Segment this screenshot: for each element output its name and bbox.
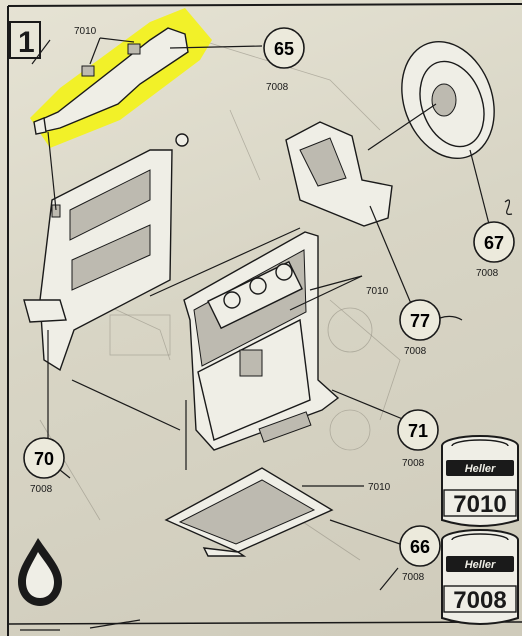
callout-71-number: 71 xyxy=(408,421,428,441)
frame-top xyxy=(7,3,522,7)
callout-65-number: 65 xyxy=(274,39,294,59)
engine-block-71: 7010 xyxy=(149,227,406,470)
callout-67-number: 67 xyxy=(484,233,504,253)
frame-bottom xyxy=(7,621,522,625)
bleed-through xyxy=(39,39,401,561)
callout-77-number: 77 xyxy=(410,311,430,331)
callout-67-code: 7008 xyxy=(476,268,499,279)
callout-66-code: 7008 xyxy=(402,572,425,583)
step-number: 1 xyxy=(18,26,35,59)
callout-77: 77 7008 xyxy=(399,299,441,357)
paint-pot-7008: Heller 7008 xyxy=(441,529,519,625)
pot-7008-brand: Heller xyxy=(465,559,496,571)
block-paint-code: 7010 xyxy=(366,286,389,297)
callout-65-code: 7008 xyxy=(266,82,289,93)
tick-mark xyxy=(59,469,71,479)
callout-66: 66 7008 xyxy=(399,525,441,583)
highlighted-part-65: 7010 xyxy=(30,8,263,148)
callout-67: 67 7008 xyxy=(473,221,515,279)
callout-71-code: 7008 xyxy=(402,458,425,469)
callout-70: 70 7008 xyxy=(23,437,65,495)
pot-7010-code: 7010 xyxy=(453,491,506,518)
wheel-67 xyxy=(367,40,513,229)
pot-7008-code: 7008 xyxy=(453,587,506,614)
pot-7010-brand: Heller xyxy=(465,463,496,475)
sump-paint-code: 7010 xyxy=(368,482,391,493)
bracket-paint-code: 7010 xyxy=(74,26,97,37)
bottom-marks xyxy=(20,619,141,631)
callout-70-number: 70 xyxy=(34,449,54,469)
tick-mark xyxy=(439,315,463,321)
callout-66-number: 66 xyxy=(410,537,430,557)
callout-70-code: 7008 xyxy=(30,484,53,495)
callout-71: 71 7008 xyxy=(397,409,439,469)
cover-77 xyxy=(285,121,413,307)
callout-77-code: 7008 xyxy=(404,346,427,357)
step-box: 1 xyxy=(9,21,51,65)
side-panel-70 xyxy=(23,131,189,440)
glue-drop-icon xyxy=(18,538,62,606)
callout-65: 65 7008 xyxy=(263,27,305,93)
paint-pot-7010: Heller 7010 xyxy=(441,435,519,527)
oil-pan-66: 7010 xyxy=(164,467,401,591)
